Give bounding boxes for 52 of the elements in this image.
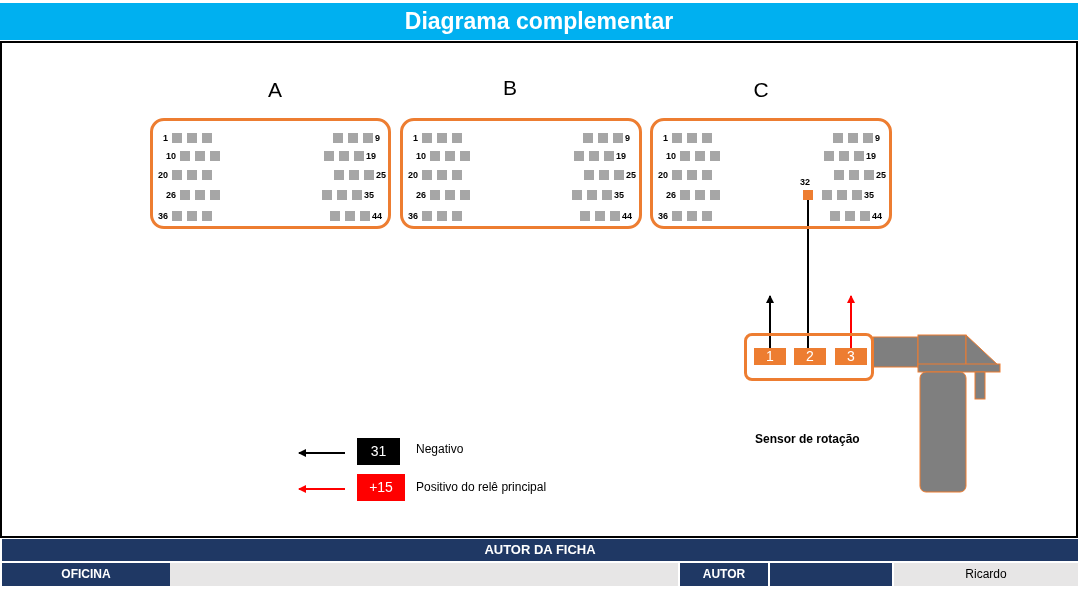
table-cell: OFICINA: [2, 563, 170, 586]
pin-number: 9: [625, 133, 630, 143]
legend-swatch: +15: [357, 474, 405, 501]
arrow: [766, 295, 774, 349]
pin-number: 19: [866, 151, 876, 161]
pin-number: 44: [372, 211, 382, 221]
wire: [807, 199, 809, 349]
footer-header: AUTOR DA FICHA: [2, 539, 1078, 561]
pin-number: 36: [408, 211, 418, 221]
pin-number: 19: [366, 151, 376, 161]
pin-number: 19: [616, 151, 626, 161]
pin-number: 32: [800, 177, 810, 187]
pin-number: 44: [622, 211, 632, 221]
connector-letter: C: [752, 78, 770, 102]
pin-number: 1: [163, 133, 168, 143]
pin-number: 26: [416, 190, 426, 200]
pin-number: 35: [614, 190, 624, 200]
sensor-pin: 1: [754, 348, 786, 365]
legend-swatch: 31: [357, 438, 400, 465]
sensor-pin: 3: [835, 348, 867, 365]
arrow: [847, 295, 855, 349]
legend-text: Positivo do relê principal: [416, 480, 547, 494]
pin-number: 10: [166, 151, 176, 161]
connector-letter: B: [502, 76, 518, 100]
pin-number: 20: [158, 170, 168, 180]
pin-number: 1: [663, 133, 668, 143]
pin-number: 25: [876, 170, 886, 180]
speed-sensor-drawing: [872, 334, 1001, 493]
pin-number: 44: [872, 211, 882, 221]
table-cell: Ricardo: [894, 563, 1078, 586]
pin-number: 10: [666, 151, 676, 161]
pin-number: 25: [376, 170, 386, 180]
connector-letter: A: [267, 78, 283, 102]
pin-number: 26: [166, 190, 176, 200]
legend-text: Negativo: [416, 442, 464, 456]
pin-number: 1: [413, 133, 418, 143]
table-cell: AUTOR: [680, 563, 768, 586]
sensor-caption: Sensor de rotação: [755, 432, 860, 446]
pin-number: 35: [364, 190, 374, 200]
pin-number: 36: [158, 211, 168, 221]
pin-number: 25: [626, 170, 636, 180]
title-bar: Diagrama complementar: [0, 3, 1078, 40]
pin-number: 9: [875, 133, 880, 143]
sensor-connector-housing: [744, 333, 874, 381]
pin-number: 36: [658, 211, 668, 221]
pin-number: 26: [666, 190, 676, 200]
pin-number: 10: [416, 151, 426, 161]
pin-number: 20: [408, 170, 418, 180]
pin-number: 20: [658, 170, 668, 180]
sensor-pin: 2: [794, 348, 826, 365]
pin-number: 35: [864, 190, 874, 200]
pin-number: 9: [375, 133, 380, 143]
